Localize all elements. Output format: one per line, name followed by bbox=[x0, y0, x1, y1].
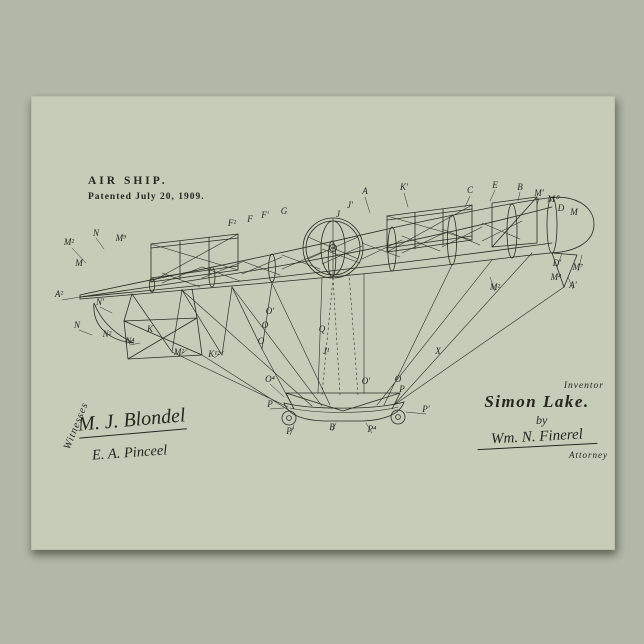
drawing-label: D bbox=[557, 203, 565, 213]
attorney-label: Attorney bbox=[460, 450, 614, 460]
drawing-label: M′ bbox=[533, 188, 544, 198]
inventor-heading: Inventor bbox=[460, 381, 614, 391]
drawing-label: F′ bbox=[260, 210, 269, 220]
drawing-label: N bbox=[73, 320, 81, 330]
drawing-label: K¹² bbox=[207, 349, 220, 359]
drawing-label: N′ bbox=[95, 297, 105, 307]
drawing-label: G bbox=[281, 206, 288, 216]
witnesses-block: Witnesses M. J. Blondel E. A. Pinceel bbox=[56, 395, 236, 490]
drawing-label: B bbox=[329, 422, 335, 432]
drawing-label: M⁷ bbox=[572, 262, 584, 272]
drawing-label: N⁴ bbox=[124, 336, 134, 346]
drawing-label: M² bbox=[63, 237, 74, 247]
drawing-label: J′ bbox=[347, 200, 354, 210]
drawing-label: N bbox=[92, 228, 100, 238]
patent-date-line: Patented July 20, 1909. bbox=[88, 192, 205, 202]
patent-poster: AIR SHIP. Patented July 20, 1909. bbox=[31, 96, 615, 550]
title-block: AIR SHIP. Patented July 20, 1909. bbox=[88, 175, 205, 202]
drawing-label: P⁴ bbox=[367, 424, 377, 434]
drawing-label: O bbox=[395, 374, 402, 384]
drawing-label: K′ bbox=[399, 182, 409, 192]
by-label: by bbox=[536, 413, 614, 428]
drawing-label: Q bbox=[319, 324, 326, 334]
witness-signature: M. J. Blondel bbox=[77, 404, 187, 438]
drawing-label: C bbox=[467, 185, 474, 195]
drawing-label: B bbox=[517, 182, 523, 192]
drawing-label: J bbox=[336, 209, 341, 219]
inventor-name: Simon Lake. bbox=[460, 392, 614, 412]
witness-signature: E. A. Pinceel bbox=[91, 442, 167, 464]
drawing-label: M⁹ bbox=[115, 233, 127, 243]
drawing-label: X bbox=[434, 346, 441, 356]
drawing-label: M bbox=[569, 207, 578, 217]
inventor-block: Inventor Simon Lake. by Wm. N. Finerel A… bbox=[460, 381, 614, 460]
drawing-label: A² bbox=[54, 289, 63, 299]
drawing-label: N² bbox=[102, 329, 112, 339]
drawing-label: K bbox=[146, 324, 154, 334]
drawing-label: J¹ bbox=[323, 346, 330, 356]
drawing-label: M² bbox=[489, 282, 500, 292]
drawing-label: O′ bbox=[362, 376, 371, 386]
drawing-label: P bbox=[398, 384, 405, 394]
drawing-label: D′ bbox=[552, 258, 562, 268]
drawing-label: E bbox=[491, 180, 498, 190]
drawing-label: P bbox=[266, 399, 273, 409]
drawing-label: P′ bbox=[285, 426, 294, 436]
drawing-label: F bbox=[246, 214, 253, 224]
drawing-label: P′ bbox=[421, 404, 430, 414]
attorney-signature: Wm. N. Finerel bbox=[477, 426, 598, 450]
drawing-label: A bbox=[361, 186, 368, 196]
drawing-label: O bbox=[262, 320, 269, 330]
drawing-label: M² bbox=[173, 347, 184, 357]
drawing-label: A′ bbox=[568, 280, 577, 290]
drawing-label: M bbox=[74, 258, 83, 268]
patent-title: AIR SHIP. bbox=[88, 175, 205, 187]
drawing-label: O bbox=[258, 336, 265, 346]
drawing-label: O′ bbox=[266, 306, 275, 316]
drawing-label: F² bbox=[227, 218, 236, 228]
drawing-label: O⁴ bbox=[265, 374, 275, 384]
drawing-label: M⁴ bbox=[550, 272, 562, 282]
